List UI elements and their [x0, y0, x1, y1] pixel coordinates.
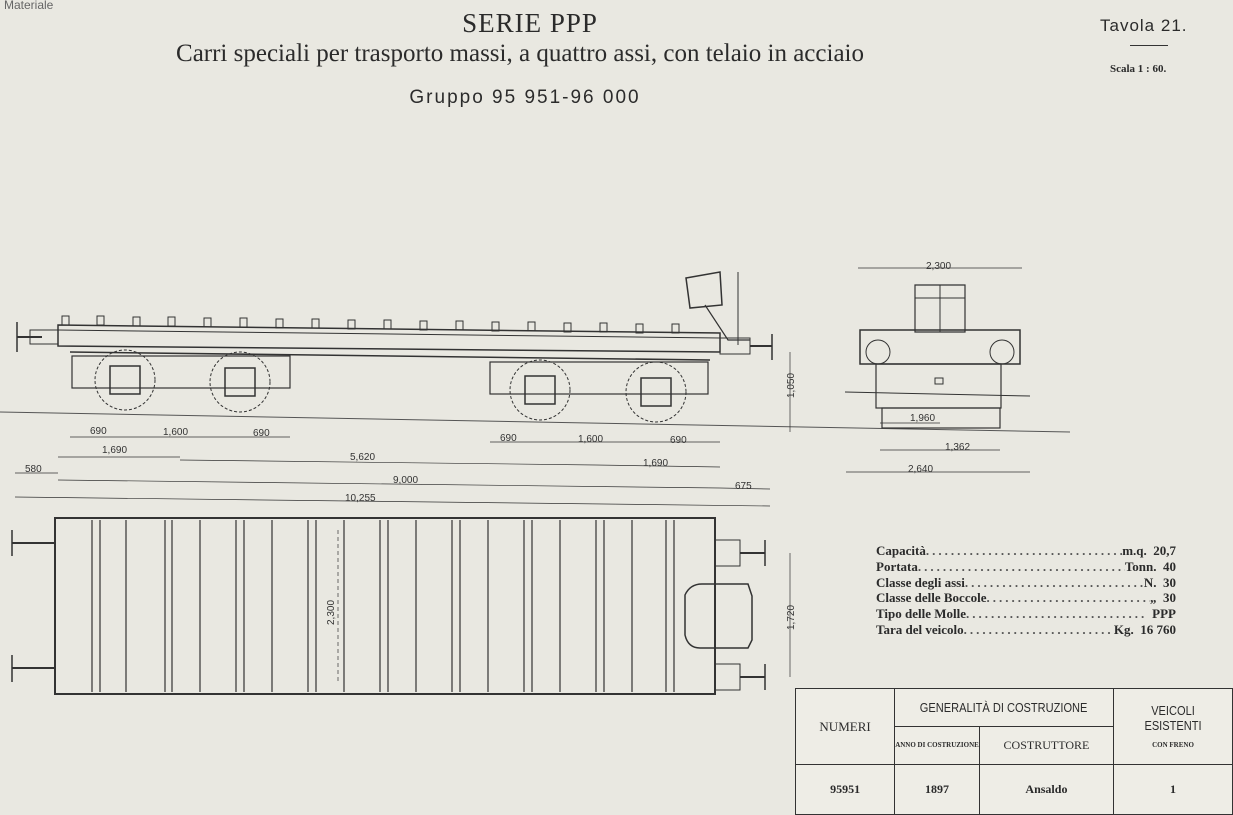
ground-line — [0, 411, 1071, 433]
construction-table: NUMERI GENERALITÀ DI COSTRUZIONE VEICOLI… — [794, 688, 1233, 815]
spec-value: PPP — [1152, 606, 1176, 622]
page-title: SERIE PPP — [462, 8, 598, 38]
cell-costruttore: Ansaldo — [978, 764, 1115, 815]
spec-row: Classe degli assi.......................… — [876, 574, 1176, 590]
spec-value: 30 — [1163, 574, 1176, 590]
end-elevation: 2,300 1,960 1,362 2,640 — [844, 261, 1031, 475]
dim-label: 1,362 — [945, 442, 970, 453]
dim-label: 690 — [90, 426, 107, 437]
spec-unit: Tonn. — [1124, 558, 1157, 574]
dim-label: 2,300 — [926, 261, 951, 272]
spec-unit: Kg. — [1113, 621, 1134, 637]
dim-label: 2,640 — [908, 464, 933, 475]
spec-value: 20,7 — [1153, 543, 1176, 558]
cell-anno: 1897 — [894, 764, 980, 815]
spec-label: Tipo delle Molle — [876, 606, 967, 622]
header-anno: ANNO DI COSTRUZIONE — [894, 726, 980, 765]
dim-label: 1,600 — [163, 427, 188, 438]
spec-row: Tara del veicolo........................… — [876, 621, 1176, 637]
dim-label: 690 — [500, 433, 517, 444]
header-numeri: NUMERI — [794, 688, 896, 765]
corner-label: Materiale — [4, 0, 54, 12]
plate-number: Tavola 21. — [1100, 16, 1188, 35]
spec-value: 30 — [1163, 590, 1176, 606]
group-range: Gruppo 95 951-96 000 — [409, 87, 641, 108]
page-subtitle: Carri speciali per trasporto massi, a qu… — [176, 40, 864, 67]
side-elevation: 690 1,600 690 690 1,600 690 1,690 5,620 … — [14, 271, 797, 507]
stake-row — [61, 315, 680, 334]
spec-label: Classe degli assi — [876, 574, 965, 590]
spec-row: Tipo delle Molle........................… — [876, 606, 1176, 622]
dim-label: 1,960 — [910, 413, 935, 424]
dim-label: 5,620 — [350, 452, 375, 463]
spec-row: Classe delle Boccole....................… — [876, 590, 1176, 606]
spec-value: 16 760 — [1140, 621, 1176, 637]
dim-label: 2,300 — [326, 600, 337, 625]
dim-label: 690 — [670, 435, 687, 446]
dim-label: 1,050 — [786, 373, 797, 398]
spec-unit: N. — [1143, 574, 1157, 590]
plan-view: 2,300 1,720 — [11, 517, 797, 695]
spec-label: Portata — [876, 558, 918, 574]
cell-veicoli: 1 — [1113, 764, 1233, 815]
plank-lines — [91, 520, 675, 692]
table-row: 95951 1897 Ansaldo 1 — [794, 764, 1233, 815]
dim-label: 580 — [25, 464, 42, 475]
dim-label: 675 — [735, 481, 752, 492]
specifications-list: Capacità................................… — [876, 543, 1176, 638]
spec-label: Tara del veicolo — [876, 621, 964, 637]
dim-label: 1,690 — [643, 458, 668, 469]
dim-label: 10,255 — [345, 493, 376, 504]
cell-numeri: 95951 — [794, 764, 896, 815]
spec-unit: m.q. — [1122, 543, 1147, 558]
plate-rule — [1130, 45, 1168, 46]
header-generalita: GENERALITÀ DI COSTRUZIONE — [894, 688, 1114, 727]
spec-value: 40 — [1163, 558, 1176, 574]
spec-row: Portata.................................… — [876, 558, 1176, 574]
dim-label: 1,720 — [786, 605, 797, 630]
dim-label: 9,000 — [393, 475, 418, 486]
dim-label: 690 — [253, 428, 270, 439]
dim-label: 1,600 — [578, 434, 603, 445]
spec-unit: „ — [1150, 590, 1157, 606]
spec-label: Classe delle Boccole — [876, 590, 987, 606]
dim-label: 1,690 — [102, 445, 127, 456]
header-veicoli: VEICOLI ESISTENTI CON FRENO — [1113, 688, 1233, 765]
scale-label: Scala 1 : 60. — [1110, 63, 1167, 75]
spec-label: Capacità — [876, 543, 926, 558]
header-costruttore: COSTRUTTORE — [978, 726, 1115, 765]
spec-row: Capacità................................… — [876, 543, 1176, 558]
